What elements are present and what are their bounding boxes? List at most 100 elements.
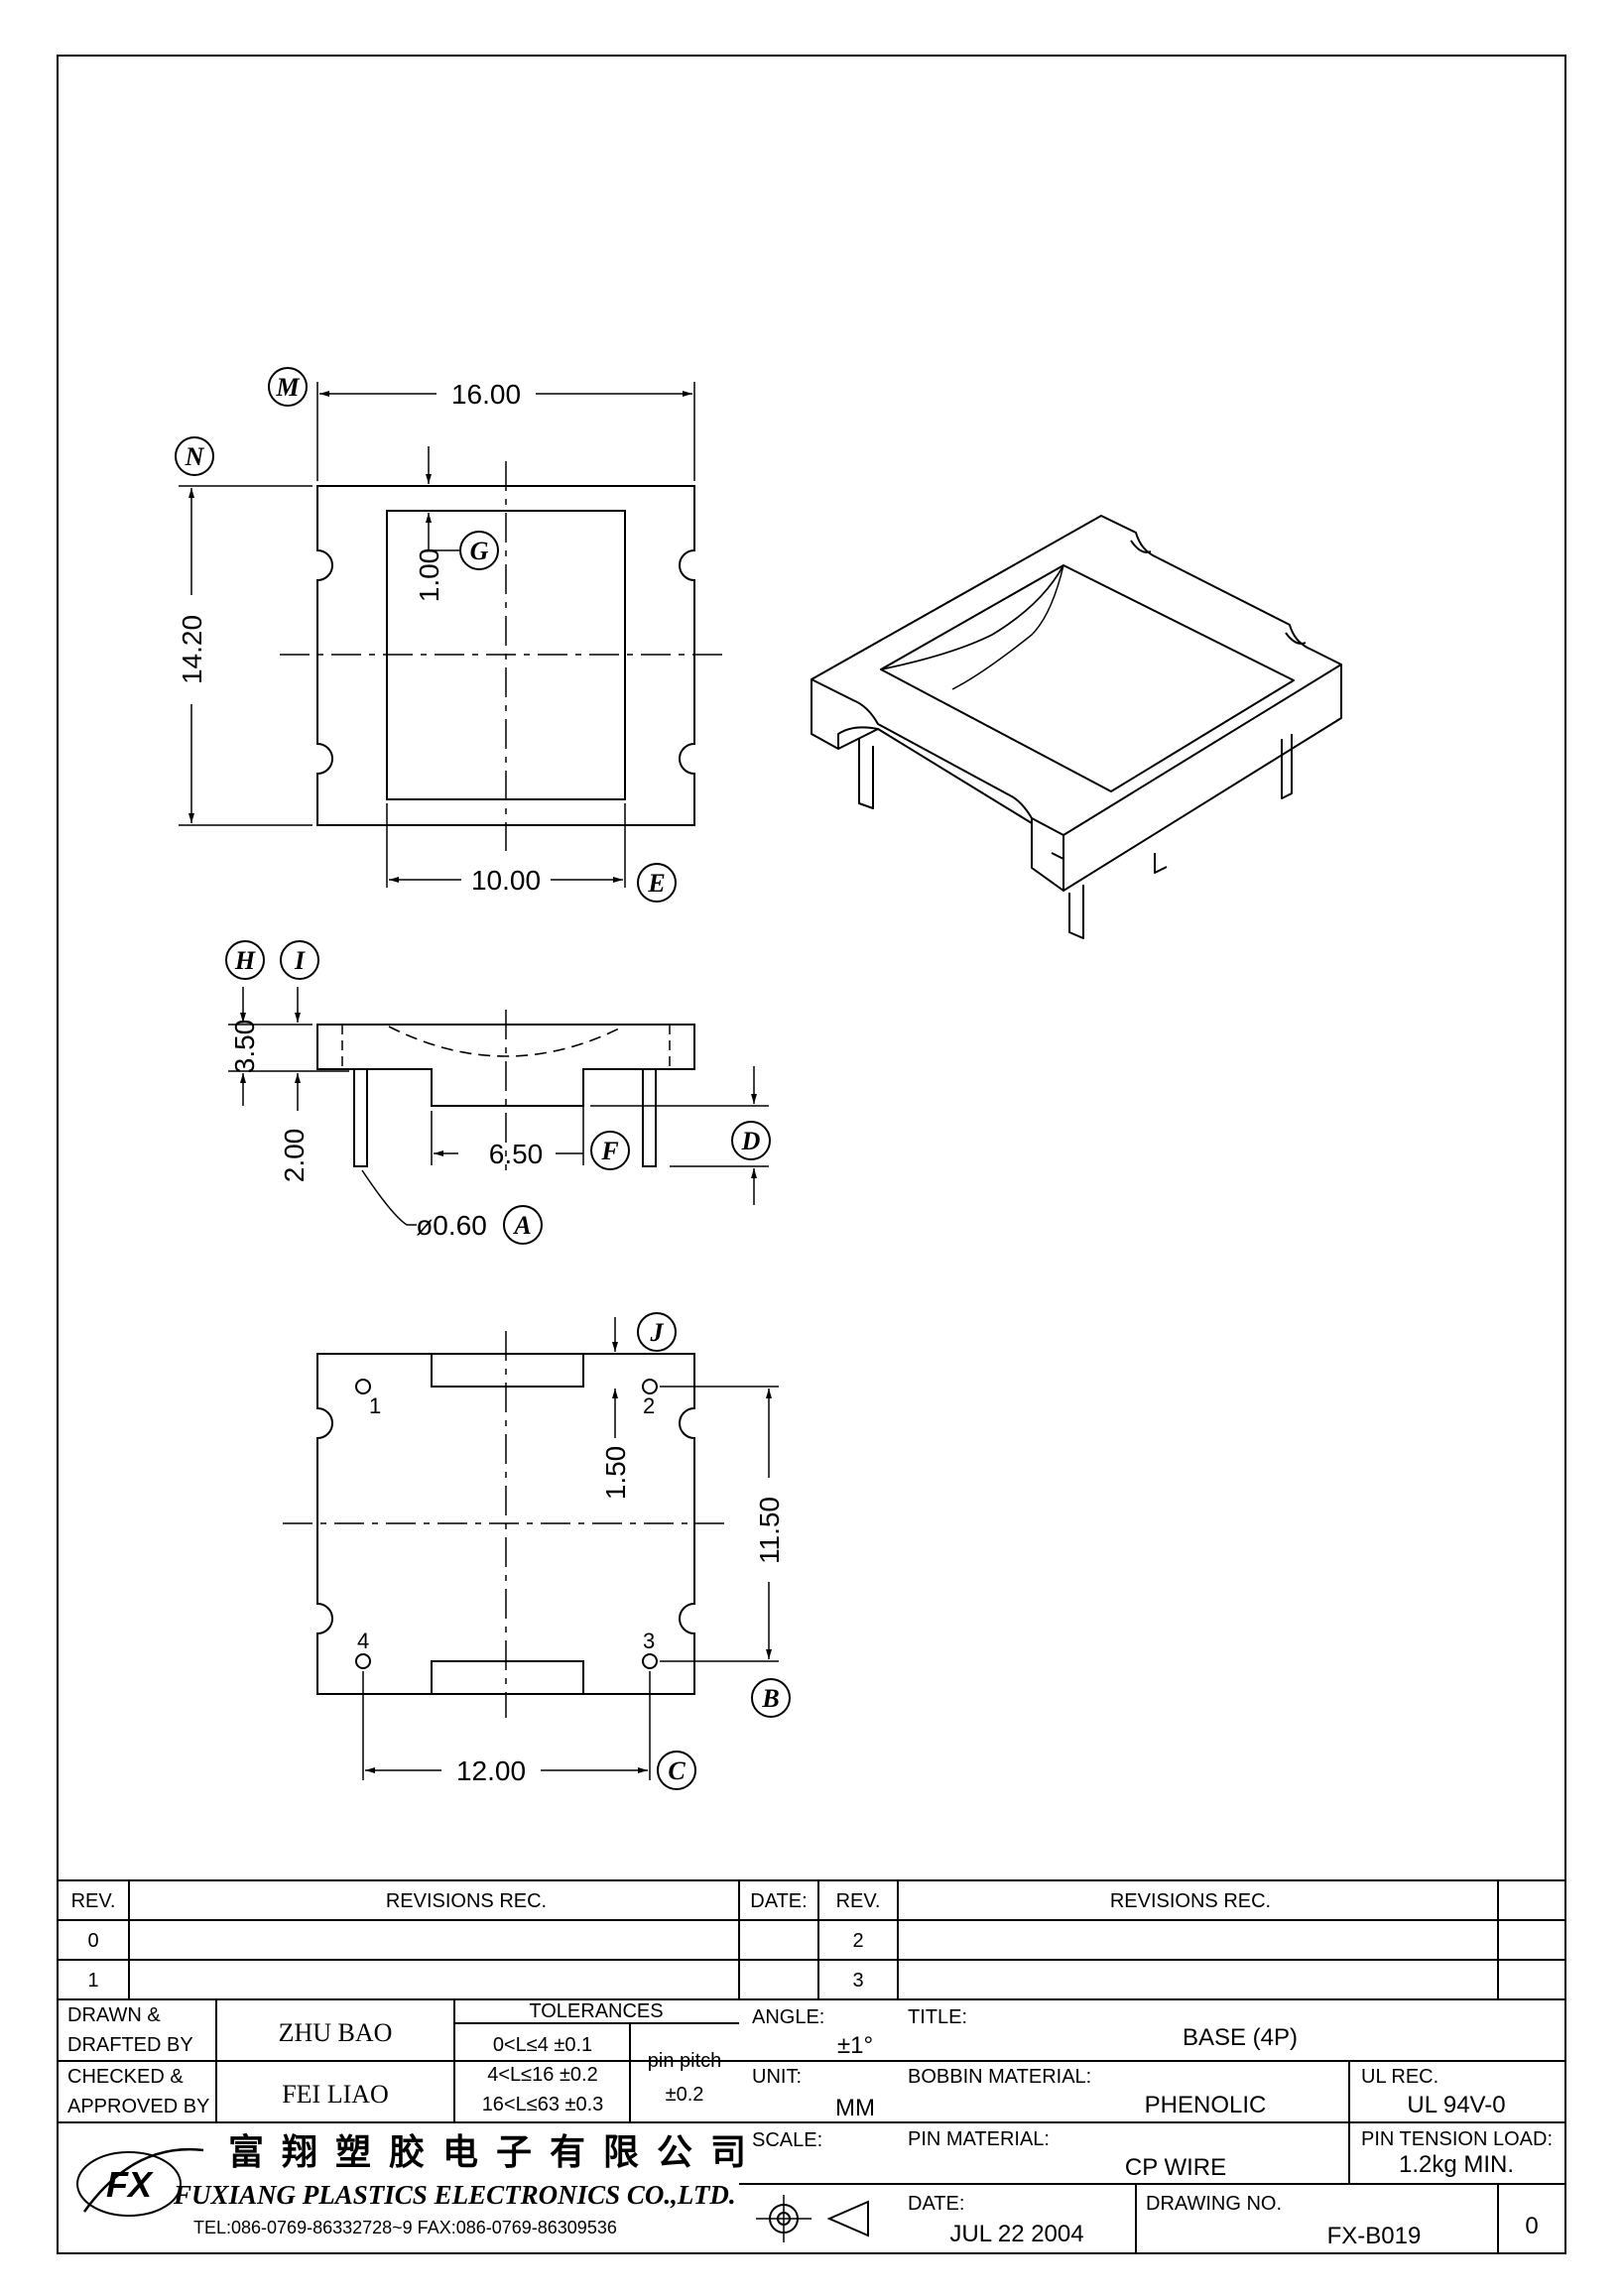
bottom-view-outline — [316, 1353, 695, 1695]
tol-row-3: 16<L≤63 ±0.3 — [482, 2094, 604, 2115]
sheet-frame — [57, 55, 1566, 2254]
iso-pin-3 — [1154, 853, 1168, 874]
svg-text:G: G — [470, 537, 489, 565]
bobbin-label: BOBBIN MATERIAL: — [908, 2066, 1091, 2088]
projection-symbol-icon — [756, 2195, 869, 2242]
tol-row-2: 4<L≤16 ±0.2 — [487, 2064, 597, 2086]
callout-E: E — [637, 863, 677, 903]
angle-label: ANGLE: — [752, 2006, 824, 2028]
callout-C: C — [657, 1751, 696, 1790]
pin-number-4: 4 — [357, 1629, 369, 1653]
callout-N: N — [175, 436, 214, 476]
company-contact: TEL:086-0769-86332728~9 FAX:086-0769-863… — [193, 2218, 617, 2237]
drawn-label-2: DRAFTED BY — [67, 2034, 193, 2056]
rev-header-right: REV. — [836, 1890, 881, 1912]
svg-text:B: B — [761, 1684, 779, 1713]
scale-label: SCALE: — [752, 2129, 822, 2151]
callout-G: G — [459, 531, 499, 570]
title-label: TITLE: — [908, 2006, 967, 2028]
svg-text:J: J — [650, 1318, 665, 1347]
tension-label: PIN TENSION LOAD: — [1361, 2128, 1553, 2150]
dim-pin-col: 12.00 — [456, 1755, 526, 1786]
rev-date-header: DATE: — [750, 1890, 807, 1912]
dim-pin-length: 2.00 — [279, 1129, 310, 1183]
rev-header-left: REV. — [71, 1890, 116, 1912]
rev-0: 0 — [87, 1930, 98, 1952]
drawing-rev: 0 — [1525, 2213, 1538, 2239]
company-name-en: FUXIANG PLASTICS ELECTRONICS CO.,LTD. — [173, 2180, 736, 2210]
svg-text:E: E — [647, 869, 665, 898]
drawn-label-1: DRAWN & — [67, 2004, 161, 2026]
side-view — [228, 987, 769, 1226]
drawing-no-label: DRAWING NO. — [1146, 2193, 1282, 2215]
unit-label: UNIT: — [752, 2066, 802, 2088]
ul-label: UL REC. — [1361, 2066, 1438, 2088]
iso-front-face — [1062, 665, 1342, 892]
checked-label-1: CHECKED & — [67, 2066, 184, 2088]
svg-text:N: N — [185, 442, 205, 471]
callout-A: A — [503, 1205, 543, 1245]
drawn-by: ZHU BAO — [279, 2018, 393, 2047]
revision-table — [58, 1879, 1565, 2000]
svg-text:I: I — [294, 946, 306, 975]
callout-D: D — [731, 1121, 771, 1160]
dim-top-height: 14.20 — [177, 615, 207, 684]
callout-H: H — [225, 940, 265, 980]
dim-inner-offset: 1.00 — [414, 548, 444, 603]
date-value: JUL 22 2004 — [949, 2221, 1083, 2247]
tol-row-1: 0<L≤4 ±0.1 — [493, 2034, 592, 2056]
svg-text:D: D — [741, 1127, 761, 1155]
pin-pitch-value: ±0.2 — [666, 2084, 704, 2106]
pin-number-1: 1 — [369, 1393, 381, 1418]
dim-inner-width: 10.00 — [471, 865, 541, 896]
dim-side-height: 3.50 — [229, 1020, 260, 1074]
svg-text:H: H — [234, 946, 256, 975]
bottom-tab-top — [431, 1354, 584, 1388]
checked-label-2: APPROVED BY — [67, 2096, 209, 2117]
company-name-cn: 富翔塑胶电子有限公司 — [228, 2131, 764, 2173]
tension-value: 1.2kg MIN. — [1399, 2151, 1514, 2178]
unit-value: MM — [835, 2095, 875, 2121]
top-view-outline — [316, 485, 695, 826]
pin-hole-1 — [355, 1379, 371, 1394]
rev-2: 2 — [852, 1930, 863, 1952]
callout-F: F — [590, 1131, 630, 1170]
iso-pin-1 — [858, 739, 874, 809]
angle-value: ±1° — [837, 2032, 873, 2059]
rev-rec-header-right: REVISIONS REC. — [1110, 1890, 1271, 1912]
top-view — [179, 382, 724, 888]
bottom-tab-bottom — [431, 1660, 584, 1694]
callout-B: B — [751, 1678, 791, 1718]
pin-hole-3 — [642, 1653, 658, 1669]
drawing-no: FX-B019 — [1327, 2223, 1422, 2249]
svg-text:F: F — [600, 1137, 618, 1165]
bobbin-value: PHENOLIC — [1145, 2092, 1267, 2118]
iso-pin-4 — [1068, 885, 1084, 939]
svg-text:M: M — [275, 373, 300, 402]
fx-logo-icon: FX — [76, 2147, 204, 2217]
dim-pin-spacing: 6.50 — [489, 1139, 544, 1169]
side-pin-left — [353, 1068, 368, 1167]
svg-text:A: A — [512, 1211, 531, 1240]
date-label: DATE: — [908, 2193, 964, 2215]
dim-pin-row: 11.50 — [754, 1497, 785, 1564]
rev-3: 3 — [852, 1970, 863, 1992]
dim-top-width: 16.00 — [451, 379, 521, 410]
pin-material-value: CP WIRE — [1125, 2154, 1226, 2181]
bottom-view — [283, 1317, 779, 1780]
rev-rec-header-left: REVISIONS REC. — [386, 1890, 547, 1912]
pin-hole-2 — [642, 1379, 658, 1394]
callout-I: I — [280, 940, 319, 980]
svg-text:C: C — [668, 1756, 686, 1785]
iso-window — [880, 564, 1295, 792]
checked-by: FEI LIAO — [282, 2080, 389, 2109]
pin-pitch-label: pin pitch — [648, 2050, 722, 2072]
svg-text:FX: FX — [106, 2164, 154, 2205]
rev-1: 1 — [87, 1970, 98, 1992]
pin-number-2: 2 — [643, 1393, 655, 1418]
title-value: BASE (4P) — [1183, 2024, 1298, 2051]
title-block — [58, 1999, 1565, 2253]
isometric-view — [811, 515, 1342, 939]
dim-pin-dia: ø0.60 — [416, 1210, 487, 1241]
